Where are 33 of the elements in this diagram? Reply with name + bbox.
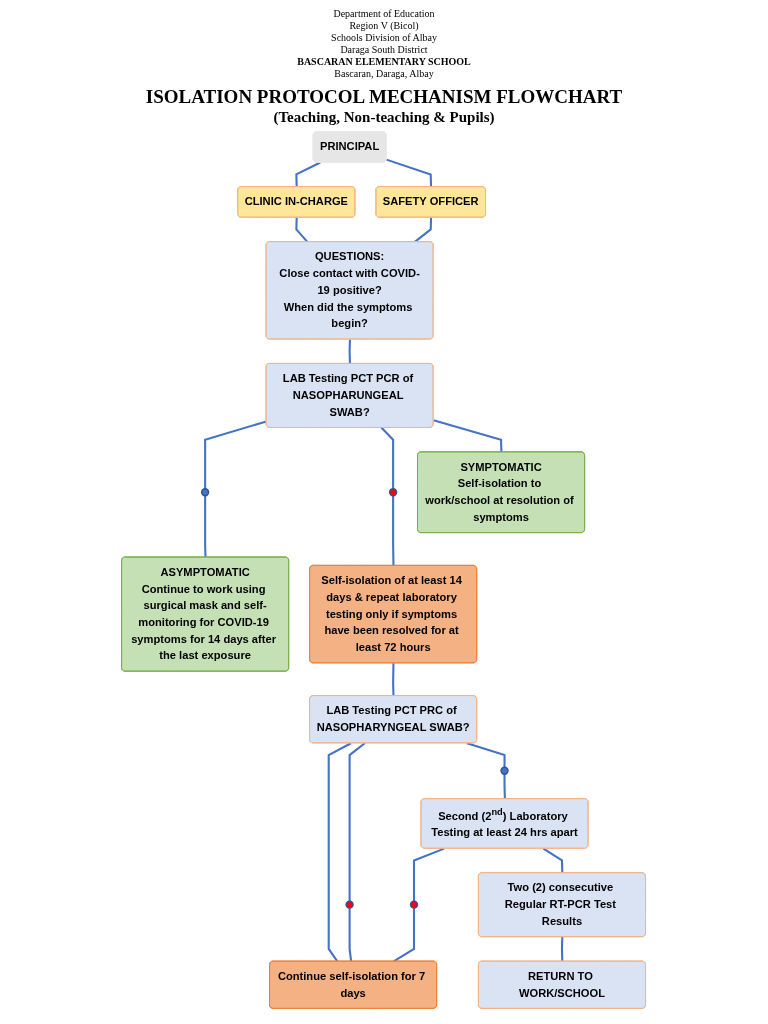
subtitle: (Teaching, Non-teaching & Pupils) [273, 109, 495, 126]
connector [433, 419, 503, 453]
node-circle [500, 766, 510, 775]
connector [295, 217, 309, 243]
connector [386, 158, 433, 187]
title: ISOLATION PROTOCOL MECHANISM FLOWCHART [145, 86, 623, 108]
node-circle [201, 488, 210, 497]
connector [392, 495, 395, 566]
flowchart: PRINCIPAL CLINIC IN-CHARGE SAFETY OFFICER QUESTIONS: Close contact with COVID-19 positive? When did the symptoms begin? LAB Testing PCT PCR of NASOPHARUNGEAL SWAB? ASYMPTOMATIC Continue to work using surgical mask and self-monitoring for COVID-19 symptoms for 14 days after the last exposure SYMPTOMATIC Self-isolation to work/school at resolution of symptoms Self-isolation of at least 14 days & repeat laboratory testing only if symptoms have been resolved for at least 72 hours LAB Testing PCT PRC of NASOPHARYNGEAL SWAB? Second (2$^{nd}$) Laboratory Testing at least 24 hrs apart Continue self-isolation for 7 days Two (2) consecutive Regular RT-PCR Test Results RETURN TO WORK/SCHOOL [116, 126, 652, 1014]
connector [349, 908, 353, 962]
header-text: Schools Division of Albay [330, 32, 438, 44]
connector [204, 420, 268, 489]
header-text: BASCARAN ELEMENTARY SCHOOL [296, 56, 472, 68]
connector [349, 339, 352, 364]
connector [349, 742, 366, 902]
connector [393, 908, 416, 963]
connector [392, 663, 395, 696]
header-text: Department of Education [332, 8, 436, 20]
connector [467, 742, 507, 768]
connector [204, 495, 207, 558]
node-circle [345, 900, 355, 909]
header-text: Bascaran, Daraga, Albay [333, 68, 435, 80]
header-text: Region V (Bicol) [348, 20, 420, 32]
node-circle [410, 900, 419, 909]
node-circle [389, 488, 398, 497]
header-text: Daraga South District [339, 44, 429, 56]
connector [295, 161, 322, 187]
connector [381, 427, 395, 489]
connector [543, 847, 564, 873]
connector [503, 774, 507, 799]
connector [561, 937, 564, 962]
connector [328, 742, 352, 962]
connector [414, 217, 433, 243]
